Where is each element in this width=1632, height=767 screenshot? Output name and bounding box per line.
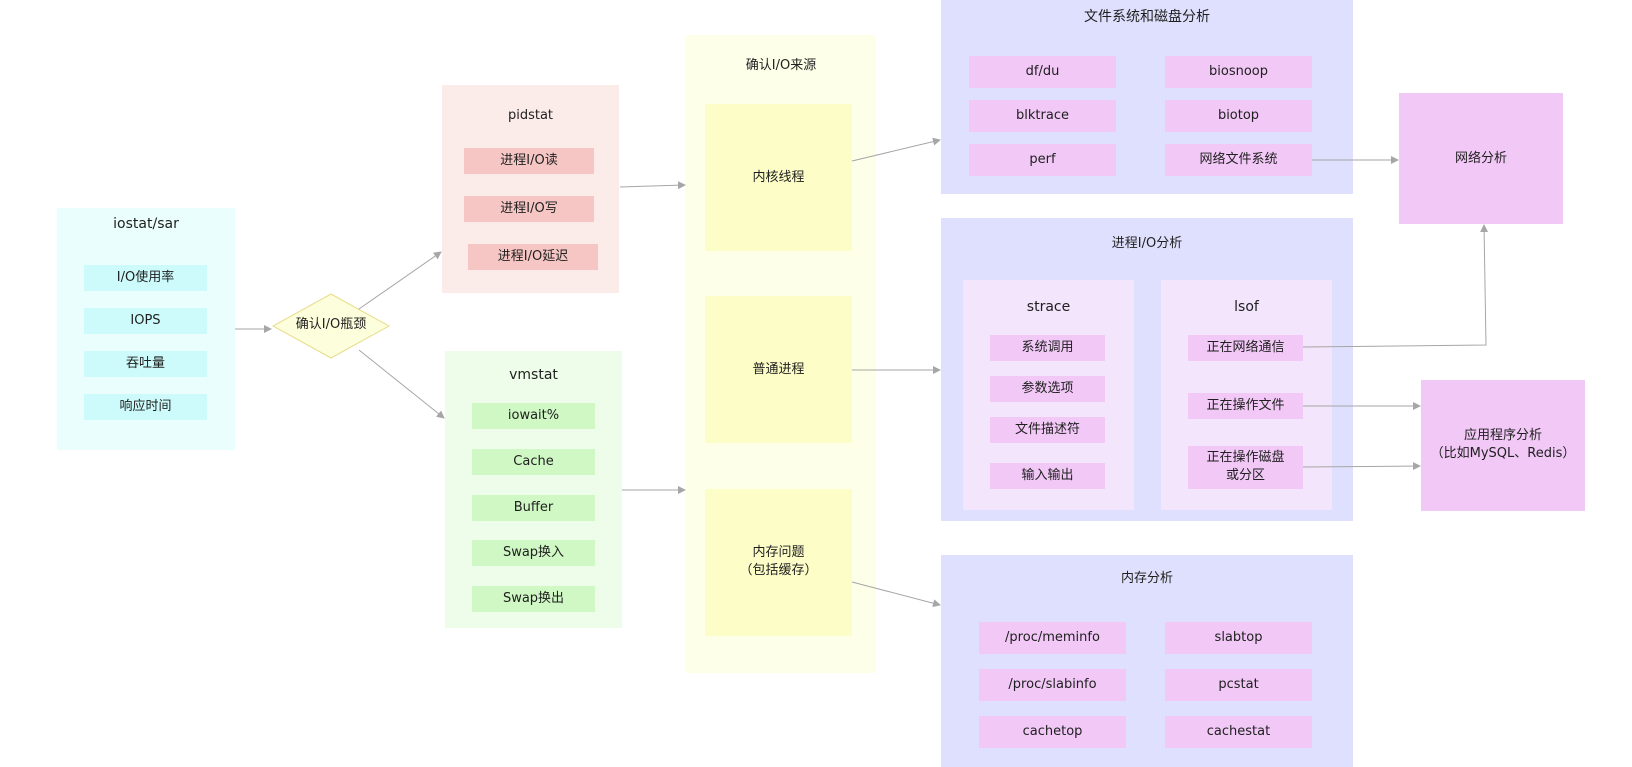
lsof-item-disk-line1: 正在操作磁盘 xyxy=(1206,450,1285,465)
app-analysis-label-1: 应用程序分析 xyxy=(1463,428,1542,443)
iostat-title: iostat/sar xyxy=(113,216,179,232)
arrow-disk-to-app xyxy=(1302,462,1421,471)
io-source-title: 确认I/O来源 xyxy=(745,58,817,73)
strace-title: strace xyxy=(1026,299,1071,315)
fs-disk-item: df/du xyxy=(969,56,1116,88)
vmstat-item: Cache xyxy=(472,449,595,475)
vmstat-box xyxy=(445,351,622,628)
pidstat-title: pidstat xyxy=(507,108,554,123)
arrow-netcomm-to-network xyxy=(1302,224,1489,348)
iostat-item: IOPS xyxy=(84,308,207,334)
memory-item: /proc/slabinfo xyxy=(979,669,1126,701)
fs-disk-item: perf xyxy=(969,144,1116,176)
strace-item: 系统调用 xyxy=(990,335,1105,361)
process-io-title: 进程I/O分析 xyxy=(1111,236,1183,251)
memory-analysis-title: 内存分析 xyxy=(1120,571,1173,586)
arrow-decision-to-pidstat xyxy=(358,251,442,310)
vmstat-item: Buffer xyxy=(472,495,595,521)
app-analysis-label-2: （比如MySQL、Redis） xyxy=(1430,446,1576,461)
memory-item: cachetop xyxy=(979,716,1126,748)
app-analysis-node xyxy=(1421,380,1585,511)
strace-item: 输入输出 xyxy=(990,463,1105,489)
lsof-item: 正在网络通信 xyxy=(1188,335,1303,361)
decision-diamond xyxy=(272,293,390,359)
strace-item: 文件描述符 xyxy=(990,417,1105,443)
memory-item: cachestat xyxy=(1165,716,1312,748)
arrow-pidstat-to-source xyxy=(619,181,686,190)
vmstat-title: vmstat xyxy=(509,367,558,383)
iostat-item: I/O使用率 xyxy=(84,265,207,291)
fs-disk-item: blktrace xyxy=(969,100,1116,132)
iostat-item: 响应时间 xyxy=(84,394,207,420)
strace-item: 参数选项 xyxy=(990,376,1105,402)
memory-issue-node xyxy=(705,489,852,636)
network-analysis-node: 网络分析 xyxy=(1399,93,1563,224)
lsof-item-disk-line2: 或分区 xyxy=(1225,468,1265,483)
kernel-thread-node: 内核线程 xyxy=(705,104,852,251)
memory-issue-label-2: （包括缓存） xyxy=(739,563,818,578)
fs-disk-item: 网络文件系统 xyxy=(1165,144,1312,176)
lsof-item-disk xyxy=(1188,446,1303,489)
memory-issue-label-1: 内存问题 xyxy=(752,545,805,560)
iostat-item: 吞吐量 xyxy=(84,351,207,377)
memory-item: slabtop xyxy=(1165,622,1312,654)
pidstat-item: 进程I/O延迟 xyxy=(468,244,598,270)
arrow-memory-to-memanalysis xyxy=(851,581,941,608)
arrow-kernel-to-fs xyxy=(851,137,941,162)
vmstat-item: iowait% xyxy=(472,403,595,429)
fs-disk-item: biotop xyxy=(1165,100,1312,132)
memory-item: /proc/meminfo xyxy=(979,622,1126,654)
vmstat-item: Swap换出 xyxy=(472,586,595,612)
arrow-decision-to-vmstat xyxy=(358,349,445,419)
lsof-item: 正在操作文件 xyxy=(1188,393,1303,419)
pidstat-item: 进程I/O写 xyxy=(464,196,594,222)
normal-process-node: 普通进程 xyxy=(705,296,852,443)
lsof-title: lsof xyxy=(1234,299,1259,315)
pidstat-item: 进程I/O读 xyxy=(464,148,594,174)
fs-disk-item: biosnoop xyxy=(1165,56,1312,88)
memory-item: pcstat xyxy=(1165,669,1312,701)
vmstat-item: Swap换入 xyxy=(472,540,595,566)
fs-disk-title: 文件系统和磁盘分析 xyxy=(1084,9,1210,25)
decision-label: 确认I/O瓶颈 xyxy=(295,317,367,332)
